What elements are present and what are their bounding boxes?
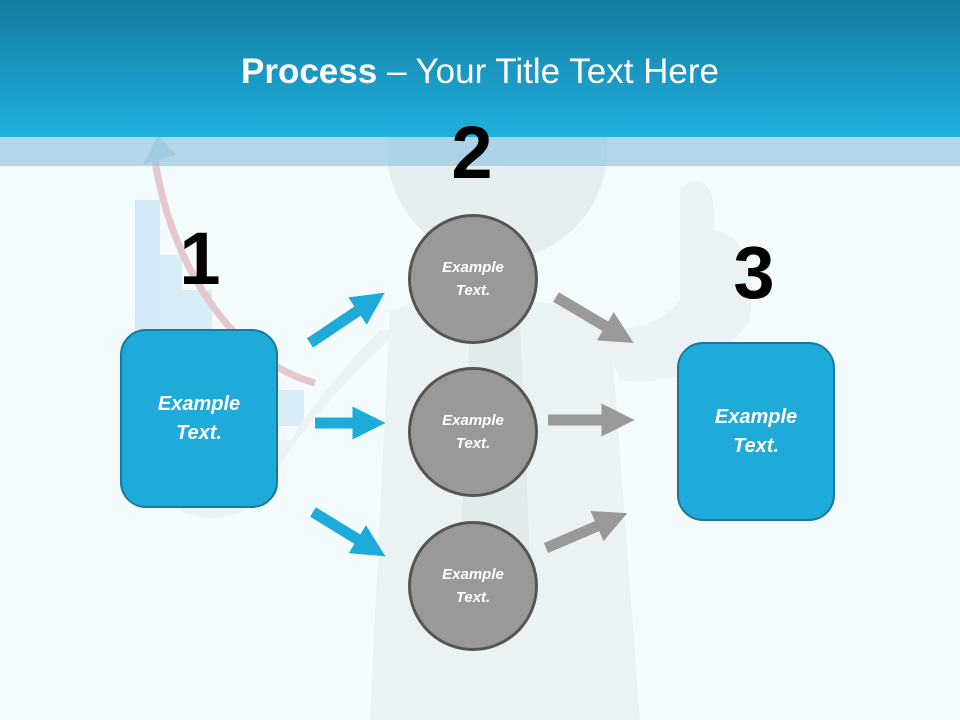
title-rest: – Your Title Text Here bbox=[377, 52, 719, 91]
title-header bbox=[0, 0, 960, 137]
chart-bar-icon bbox=[160, 255, 182, 330]
step-number-2: 2 bbox=[451, 111, 493, 194]
chart-bar-icon bbox=[135, 200, 160, 330]
trend-arrow-icon bbox=[151, 159, 316, 387]
arrow-right-up-icon bbox=[306, 292, 385, 348]
step-1-box: Example Text. bbox=[120, 329, 278, 508]
step-2-circle: Example Text. bbox=[408, 521, 538, 651]
arrow-right-down-icon bbox=[310, 507, 386, 557]
chart-bar-icon bbox=[278, 390, 304, 426]
step-3-text: Example Text. bbox=[714, 405, 798, 457]
step-2-text: Example Text. bbox=[442, 412, 504, 452]
header-band bbox=[0, 137, 960, 166]
step-number-3: 3 bbox=[733, 231, 775, 314]
step-2-circle: Example Text. bbox=[408, 214, 538, 344]
step-number-1: 1 bbox=[179, 217, 221, 300]
step-2-text: Example Text. bbox=[442, 259, 504, 299]
step-1-text: Example Text. bbox=[157, 392, 241, 444]
step-3-box: Example Text. bbox=[677, 342, 835, 521]
step-2-circle: Example Text. bbox=[408, 367, 538, 497]
slide-title: Process – Your Title Text Here bbox=[0, 52, 960, 92]
arrow-right-up-icon bbox=[543, 511, 628, 554]
step-2-text: Example Text. bbox=[442, 566, 504, 606]
arrow-right-down-icon bbox=[553, 292, 634, 344]
title-bold: Process bbox=[241, 52, 378, 91]
